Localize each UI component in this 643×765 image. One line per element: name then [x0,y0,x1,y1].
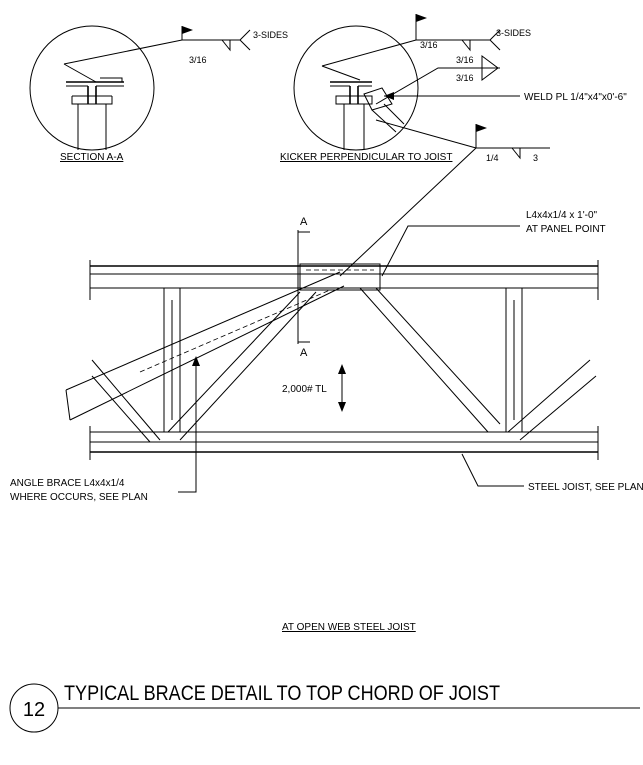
kicker-weld-size: 1/4 [486,153,499,163]
section-aa-label: SECTION A-A [60,152,124,163]
weld-leader-a [63,63,97,83]
section-cut-mark-bottom: A [300,347,308,359]
steel-joist-leader [461,453,524,487]
angle-clip-line2: AT PANEL POINT [526,224,606,235]
arrowhead-icon [192,356,200,366]
diagonal-web-4 [507,359,597,441]
diagonal-web-3 [359,287,501,433]
section-cut-mark-top: A [300,216,308,228]
steel-joist-label: STEEL JOIST, SEE PLAN [528,482,643,493]
arrow-up-icon [338,364,346,374]
load-arrow: 2,000# TL [282,364,346,412]
vertical-web-left [163,288,181,432]
weld-plate [363,87,393,111]
weld-flag-icon [416,14,427,22]
section-aa-view: 3/16 3-SIDES SECTION A-A [29,25,288,163]
weld-pair-top: 3/16 [456,55,474,65]
joist-elevation [89,260,599,460]
detail-title: TYPICAL BRACE DETAIL TO TOP CHORD OF JOI… [64,682,500,705]
detail-subtitle: AT OPEN WEB STEEL JOIST [282,622,416,633]
double-fillet-weld-icon [481,55,499,81]
section-cut-aa: A A [297,216,310,359]
load-label: 2,000# TL [282,384,327,395]
weld-flag-icon [182,26,193,34]
angle-brace [65,271,345,421]
weld-size-b: 3/16 [420,40,438,50]
angle-clip-leader [381,225,520,277]
title-block: 12 TYPICAL BRACE DETAIL TO TOP CHORD OF … [9,682,640,733]
kicker-weld-length: 3 [533,153,538,163]
kicker-detail-view: 3/16 3-SIDES 3/16 3/16 WELD PL 1/4"x4"x0… [280,14,627,163]
fillet-weld-symbol-icon [221,39,231,52]
weld-tail-icon [489,29,501,51]
fillet-weld-symbol-icon [461,39,471,52]
weld-flag-icon [476,124,487,132]
fillet-weld-symbol-icon [511,147,521,160]
weld-sides-b: 3-SIDES [496,28,531,38]
kicker-label: KICKER PERPENDICULAR TO JOIST [280,152,452,163]
angle-brace-line1: ANGLE BRACE L4x4x1/4 [10,478,125,489]
kicker-angle [371,103,405,133]
weld-size-a: 3/16 [189,55,207,65]
angle-clip [299,263,381,291]
angle-clip-line1: L4x4x1/4 x 1'-0" [526,210,598,221]
weld-pair-bottom: 3/16 [456,73,474,83]
diagonal-web-2 [167,291,317,441]
angle-brace-leader [178,360,197,493]
arrowhead-icon [384,92,394,100]
section-aa-circle [29,25,155,151]
weld-plate-label: WELD PL 1/4"x4"x0'-6" [524,92,627,103]
kicker-weld-leader [339,147,477,277]
vertical-web-right [505,288,523,432]
weld-tail-icon [239,29,251,51]
weld-sides-a: 3-SIDES [253,30,288,40]
kicker-circle [293,25,419,151]
arrow-down-icon [338,402,346,412]
angle-brace-line2: WHERE OCCURS, SEE PLAN [10,492,148,503]
detail-number: 12 [23,699,45,721]
diagonal-web-1 [91,359,161,443]
